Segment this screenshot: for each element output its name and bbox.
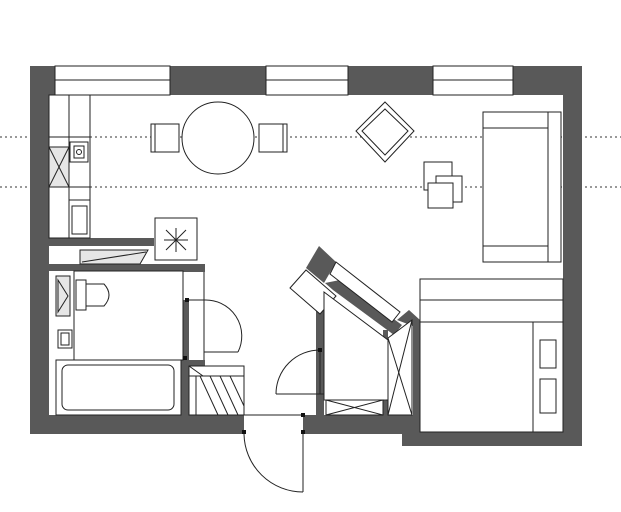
bathroom (55, 249, 184, 416)
wall-south-middle (303, 415, 420, 434)
dishwasher-icon (68, 199, 91, 239)
bathroom-door (183, 272, 243, 360)
kitchen-counter (48, 94, 91, 239)
pillow-upper (539, 339, 557, 369)
dining-table (181, 101, 255, 175)
wall-bath-stub (189, 360, 205, 366)
bath-cabinet (55, 275, 71, 317)
wall-bath-top (49, 264, 205, 271)
chair-right (258, 123, 288, 153)
wardrobe (289, 261, 413, 416)
wall-bath-east-upper (183, 300, 189, 360)
closet-door (275, 348, 324, 395)
plant-icon (154, 217, 198, 261)
entrance-door (242, 413, 305, 493)
wall-east (563, 66, 582, 446)
wall-south-right (402, 432, 582, 446)
bed (419, 278, 564, 433)
wall-wardrobe-diagonal (325, 280, 402, 335)
wardrobe-rail (329, 261, 401, 323)
wall-bath-corner (183, 264, 205, 272)
wall-west (30, 66, 49, 434)
storage-shelf (188, 365, 245, 416)
reference-lines (0, 136, 621, 188)
chair-left (150, 123, 180, 153)
wall-wardrobe-east (397, 310, 420, 415)
window-left (54, 65, 171, 96)
sink-icon (69, 141, 89, 163)
wall-wardrobe-diagonal-top (306, 246, 336, 283)
dining-set (150, 101, 288, 175)
toilet-icon (75, 279, 110, 311)
side-table (423, 161, 463, 209)
wall-south-left (30, 415, 244, 434)
wall-bath-east-lower (181, 360, 189, 416)
sofa (482, 111, 562, 263)
wall-kitchen-bath (49, 238, 154, 246)
window-center (265, 65, 349, 96)
pillow-lower (539, 378, 557, 414)
bathtub-icon (55, 359, 182, 416)
windows (54, 65, 514, 96)
window-right (432, 65, 514, 96)
armchair (355, 101, 415, 163)
